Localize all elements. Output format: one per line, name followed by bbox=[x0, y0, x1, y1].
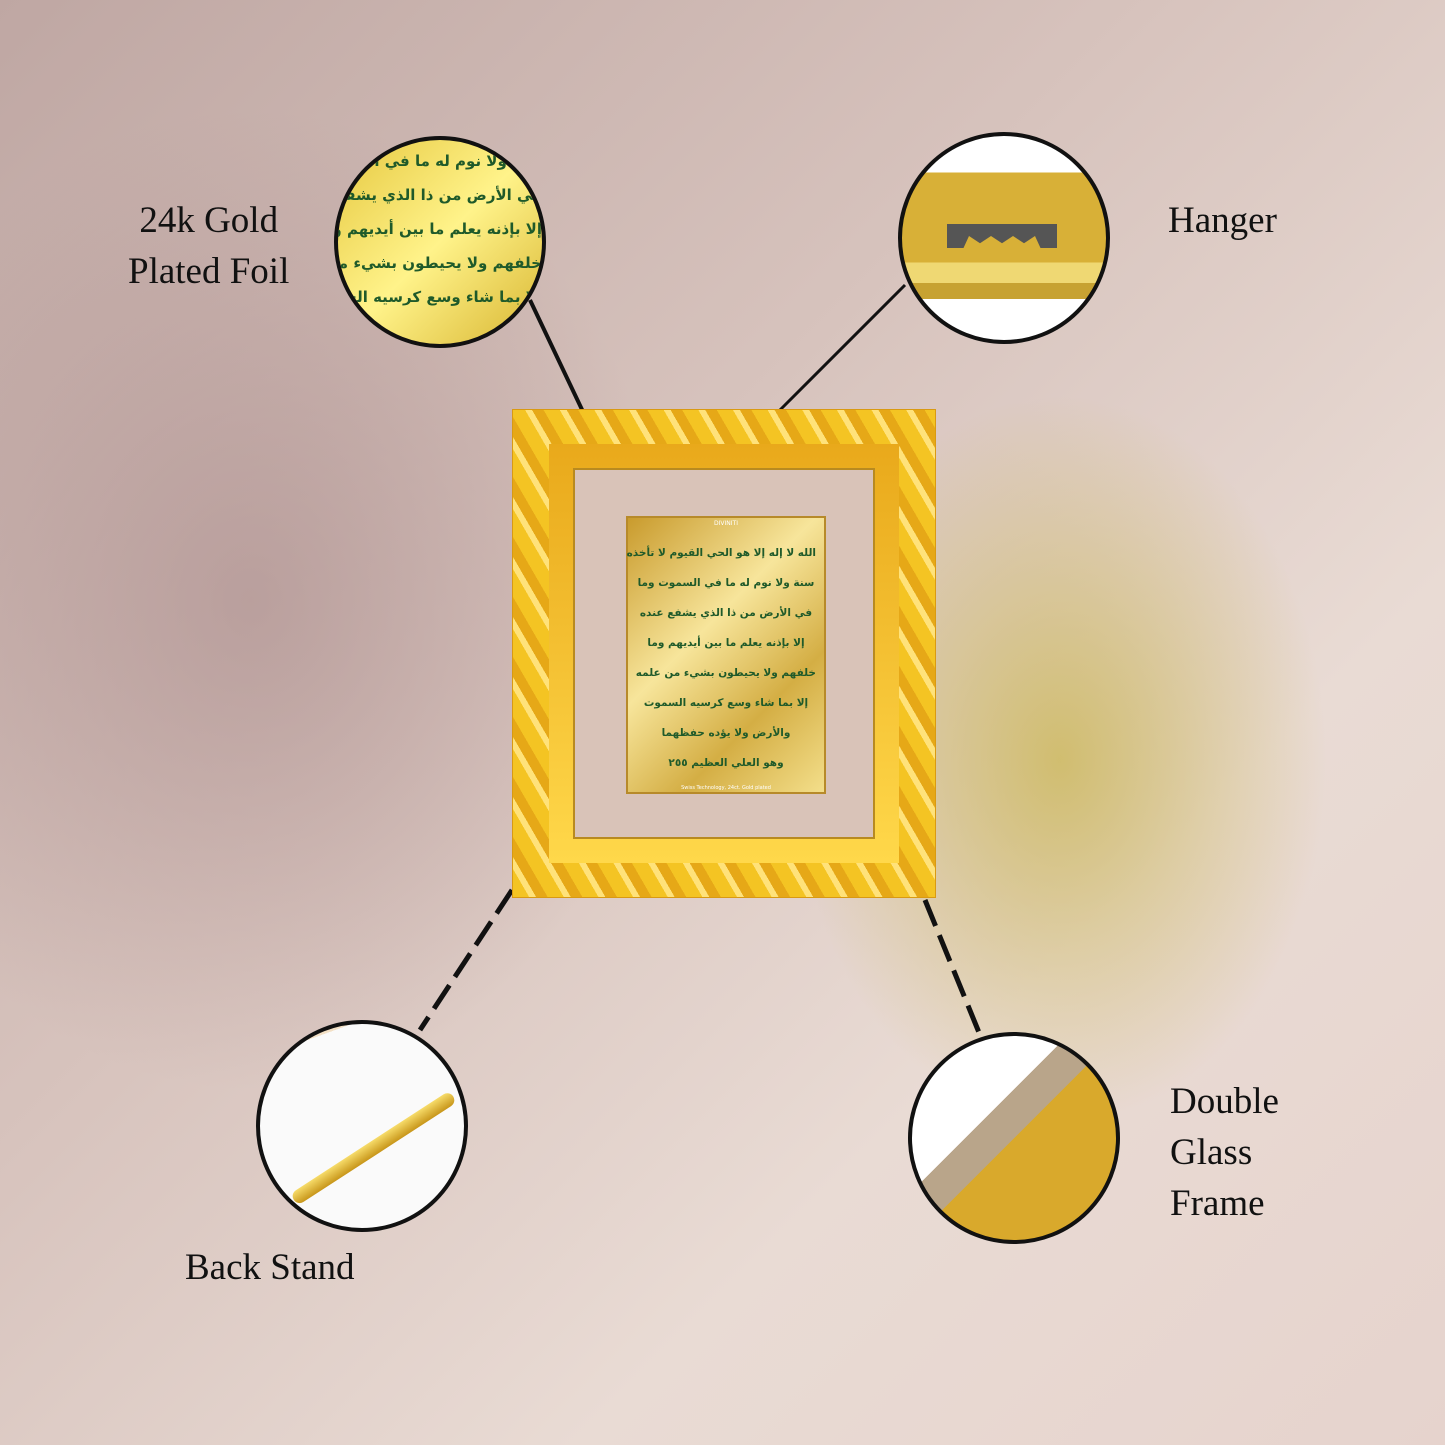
verse-line: الله لا إله إلا هو الحي القيوم لا تأخذه bbox=[626, 547, 816, 559]
gold-plaque: DIVINITI الله لا إله إلا هو الحي القيوم … bbox=[626, 516, 826, 794]
foil-text: خلفهم ولا يحيطون بشيء من علمه bbox=[338, 254, 542, 272]
hanger-icon bbox=[947, 224, 1057, 248]
verse-line: والأرض ولا يؤده حفظهما bbox=[661, 727, 791, 739]
label-hanger: Hanger bbox=[1168, 200, 1277, 241]
plaque-footer: Swiss Technology, 24ct. Gold plated bbox=[681, 785, 771, 791]
label-line: Glass bbox=[1170, 1132, 1253, 1174]
label-line: Frame bbox=[1170, 1183, 1265, 1225]
label-gold-foil: 24k Gold Plated Foil bbox=[128, 195, 289, 297]
label-double-glass: Double Glass Frame bbox=[1170, 1076, 1279, 1229]
verse-line: إلا بإذنه يعلم ما بين أيديهم وما bbox=[647, 637, 805, 649]
verse-line: سنة ولا نوم له ما في السموت وما bbox=[637, 577, 815, 589]
stand-rod-icon bbox=[290, 1090, 457, 1206]
label-line: 24k Gold bbox=[139, 200, 279, 241]
foil-text: إلا بإذنه يعلم ما بين أيديهم وما bbox=[334, 220, 542, 238]
label-line: Plated Foil bbox=[128, 251, 290, 293]
foil-text: إلا بما شاء وسع كرسيه السموت bbox=[338, 288, 542, 306]
brand-mark: DIVINITI bbox=[714, 520, 738, 527]
foil-text: سنة ولا نوم له ما في السموت وما bbox=[334, 152, 542, 170]
verse-line: إلا بما شاء وسع كرسيه السموت bbox=[643, 697, 809, 709]
label-line: Double bbox=[1170, 1081, 1279, 1122]
back-stand-detail-image bbox=[256, 1020, 468, 1232]
double-glass-detail-image bbox=[908, 1032, 1120, 1244]
verse-line: في الأرض من ذا الذي يشفع عنده bbox=[639, 607, 813, 619]
gold-foil-detail-image: سنة ولا نوم له ما في السموت وما في الأرض… bbox=[334, 136, 546, 348]
foil-text: في الأرض من ذا الذي يشفع عنده bbox=[335, 186, 542, 204]
hanger-detail-image bbox=[898, 132, 1110, 344]
label-back-stand: Back Stand bbox=[185, 1247, 355, 1288]
verse-line: خلفهم ولا يحيطون بشيء من علمه bbox=[635, 667, 816, 679]
verse-line: وهو العلي العظيم ٢٥٥ bbox=[668, 757, 784, 769]
